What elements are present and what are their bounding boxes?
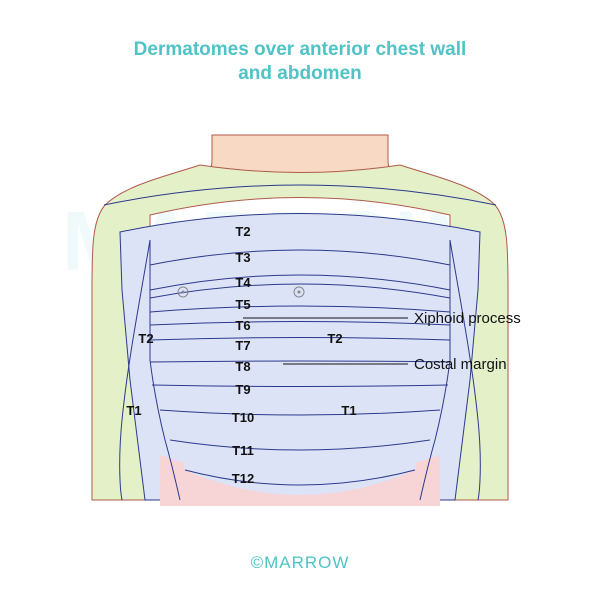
label-t12: T12: [232, 471, 254, 486]
nipple-right-icon: [293, 286, 305, 298]
title-line-1: Dermatomes over anterior chest wall: [133, 39, 467, 60]
label-t3: T3: [235, 250, 250, 265]
nipple-left-icon: [177, 286, 189, 298]
label-t2-left-arm: T2: [138, 331, 153, 346]
trunk-edge-left: [149, 240, 181, 501]
trunk-edge-right: [419, 240, 451, 501]
costal-margin-label: Costal margin: [414, 356, 507, 373]
shoulder-dermatome-line: [103, 184, 497, 206]
t2-blue-zone: [119, 213, 481, 501]
label-t6: T6: [235, 318, 250, 333]
dermatome-band-lines: [149, 249, 451, 486]
xiphoid-process-label: Xiphoid process: [414, 310, 521, 327]
marrow-logo: ©MARROW: [251, 553, 350, 572]
label-t9: T9: [235, 382, 250, 397]
label-t2-center: T2: [235, 224, 250, 239]
label-t10: T10: [232, 410, 254, 425]
diagram-title: Dermatomes over anterior chest wall and …: [0, 38, 600, 86]
label-t2-right-arm: T2: [327, 331, 342, 346]
label-t4: T4: [235, 275, 251, 290]
title-line-2: and abdomen: [238, 63, 362, 84]
label-t8: T8: [235, 359, 250, 374]
label-t1-right-arm: T1: [341, 403, 356, 418]
label-t11: T11: [232, 443, 254, 458]
right-arm-t1-t2-boundary: [449, 239, 481, 501]
label-t1-left-arm: T1: [126, 403, 141, 418]
label-t5: T5: [235, 297, 250, 312]
label-t7: T7: [235, 338, 250, 353]
t1-green-zone: [91, 164, 509, 501]
left-arm-t1-t2-boundary: [119, 239, 151, 501]
